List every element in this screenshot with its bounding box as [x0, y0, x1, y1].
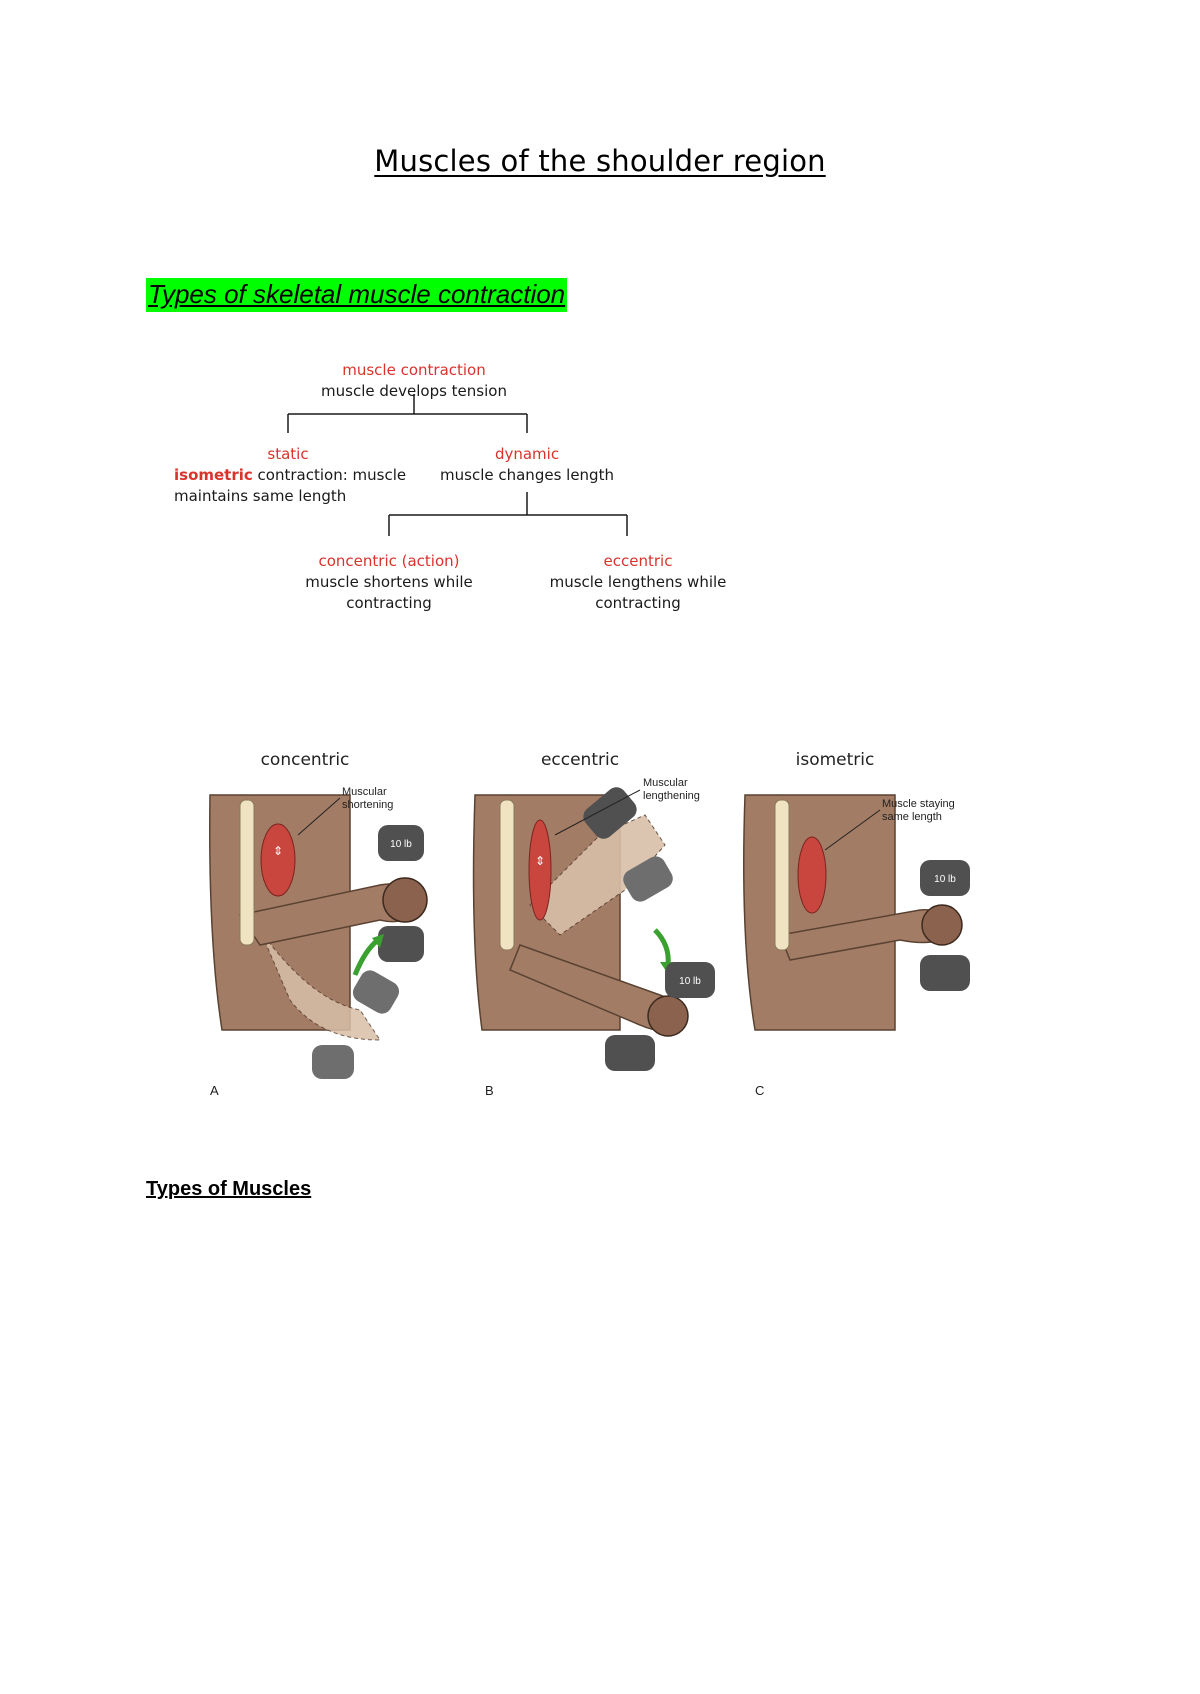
- root-desc: muscle develops tension: [321, 382, 507, 400]
- panel-isometric-weight-label: 10 lb: [934, 874, 956, 885]
- panel-concentric-motion-arrow-icon: [352, 938, 380, 976]
- panel-eccentric: eccentric ⇕ Muscular lengthening 10 lb B: [472, 750, 715, 1098]
- panel-concentric-shorten-arrow-icon: ⇕: [273, 844, 283, 858]
- panel-isometric-letter: C: [755, 1083, 764, 1098]
- panel-eccentric-fist: [647, 995, 689, 1037]
- eccentric-desc-line2: contracting: [595, 594, 681, 612]
- static-title: static: [267, 445, 308, 463]
- panel-concentric-dumbbell-top: [378, 825, 424, 861]
- section-heading-contraction-types: Types of skeletal muscle contraction: [146, 278, 568, 312]
- panel-eccentric-motion-arrow-icon: [653, 928, 671, 966]
- panel-eccentric-callout-line2: lengthening: [643, 790, 700, 802]
- panel-concentric-fist: [382, 877, 428, 923]
- panel-concentric-weight-label: 10 lb: [390, 839, 412, 850]
- panel-eccentric-callout-line: [554, 789, 641, 836]
- panel-concentric-callout-line1: Muscular: [342, 786, 387, 798]
- panel-isometric-dumbbell-top: [920, 860, 970, 896]
- tree-connectors: [287, 394, 628, 536]
- panel-eccentric-ghost-dumbbell-top: [583, 787, 637, 839]
- panel-eccentric-heading: eccentric: [541, 750, 619, 770]
- panel-isometric-fist: [921, 904, 963, 946]
- panel-eccentric-callout-line1: Muscular: [643, 777, 688, 789]
- concentric-title: concentric (action): [318, 552, 459, 570]
- panel-isometric-callout-line: [824, 809, 881, 851]
- static-desc-rest: contraction: muscle: [253, 466, 406, 484]
- panel-eccentric-weight-label: 10 lb: [679, 976, 701, 987]
- panel-eccentric-humerus: [499, 799, 515, 951]
- panel-concentric-arrowhead-icon: [372, 934, 384, 948]
- panel-concentric-ghost-dumbbell-low: [312, 1045, 354, 1079]
- section-heading-muscle-types: Types of Muscles: [146, 1178, 312, 1200]
- panel-eccentric-dumbbell-bottom: [605, 1035, 655, 1071]
- concentric-desc-line2: contracting: [346, 594, 432, 612]
- panel-concentric-heading: concentric: [261, 750, 350, 770]
- static-desc-highlight: isometric: [174, 466, 253, 484]
- panel-isometric-heading: isometric: [796, 750, 875, 770]
- panel-concentric-humerus: [239, 799, 255, 946]
- panel-concentric-dumbbell-bottom: [378, 926, 424, 962]
- static-desc-line2: maintains same length: [174, 487, 346, 505]
- panel-concentric-biceps: [260, 823, 296, 897]
- dynamic-title: dynamic: [495, 445, 559, 463]
- panel-concentric-ghost-dumbbell: [352, 970, 400, 1014]
- page-title: Muscles of the shoulder region: [374, 144, 826, 178]
- panel-concentric-callout-line2: shortening: [342, 799, 393, 811]
- panel-concentric-letter: A: [210, 1083, 219, 1098]
- root-title: muscle contraction: [342, 361, 486, 379]
- eccentric-title: eccentric: [604, 552, 673, 570]
- panel-isometric: isometric Muscle staying same length 10 …: [743, 750, 970, 1098]
- contraction-types-illustration: concentric ⇕ Muscular shortening 10 lb A…: [209, 750, 970, 1098]
- panel-isometric-dumbbell-bottom: [920, 955, 970, 991]
- panel-eccentric-biceps: [528, 819, 552, 921]
- panel-isometric-upper-arm: [743, 794, 896, 1031]
- concentric-desc-line1: muscle shortens while: [305, 573, 473, 591]
- panel-isometric-callout-line1: Muscle staying: [882, 798, 955, 810]
- panel-concentric: concentric ⇕ Muscular shortening 10 lb A: [209, 750, 428, 1098]
- panel-eccentric-dumbbell-top: [665, 962, 715, 998]
- panel-eccentric-lengthen-arrow-icon: ⇕: [535, 854, 545, 868]
- panel-isometric-biceps: [797, 836, 827, 914]
- panel-concentric-ghost-forearm: [259, 929, 381, 1041]
- dynamic-desc: muscle changes length: [440, 466, 614, 484]
- contraction-tree-diagram: muscle contraction muscle develops tensi…: [174, 361, 727, 612]
- static-desc-line1: isometric contraction: muscle: [174, 466, 406, 484]
- panel-eccentric-letter: B: [485, 1083, 494, 1098]
- panel-isometric-callout-line2: same length: [882, 811, 942, 823]
- eccentric-desc-line1: muscle lengthens while: [550, 573, 727, 591]
- panel-eccentric-ghost-dumbbell: [623, 856, 673, 902]
- panel-isometric-humerus: [774, 799, 790, 951]
- panel-concentric-callout-line: [297, 797, 341, 836]
